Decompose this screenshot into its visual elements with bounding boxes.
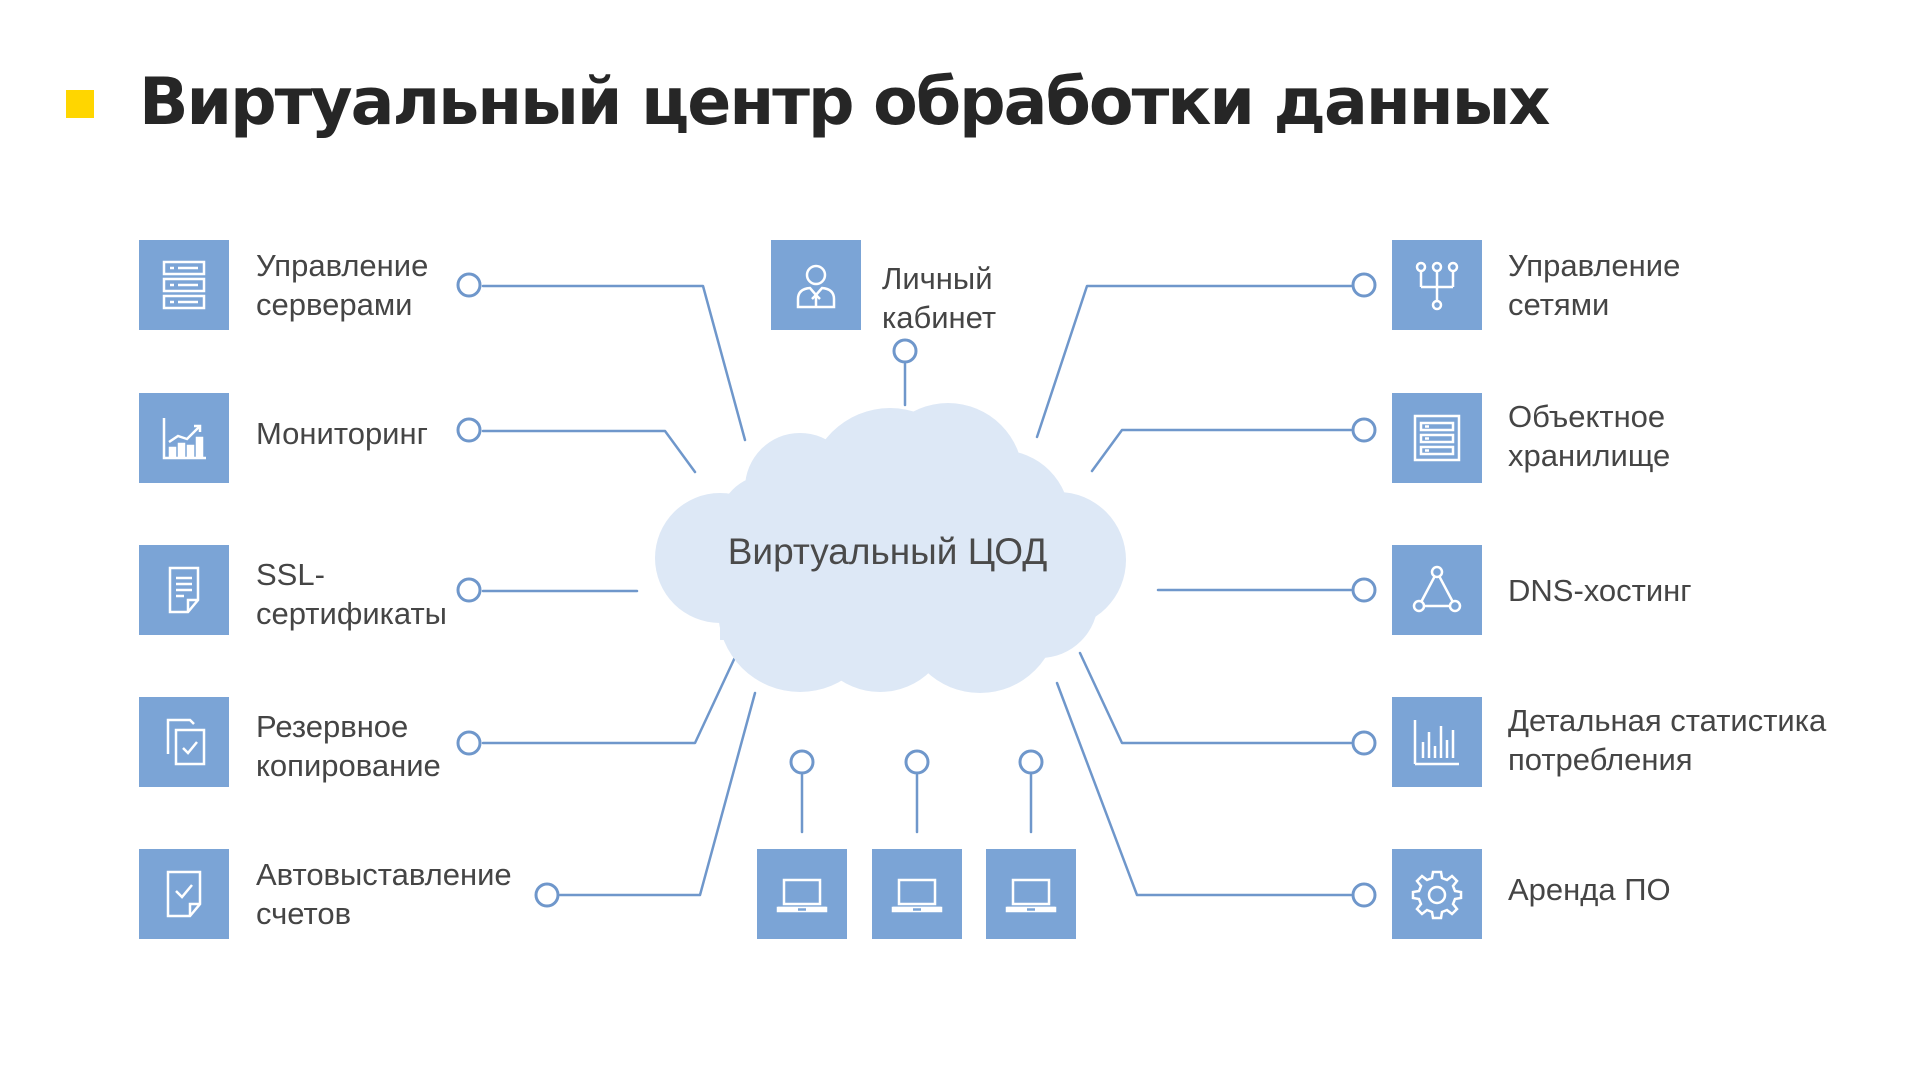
software-icon-box: [1392, 849, 1482, 939]
node-networks: [1351, 272, 1377, 298]
node-servers: [456, 272, 482, 298]
label-dns: DNS-хостинг: [1508, 571, 1692, 610]
label-stats-line2: потребления: [1508, 742, 1693, 777]
label-servers-line2: серверами: [256, 287, 413, 322]
connector-software: [1055, 681, 1353, 897]
center-label: Виртуальный ЦОД: [727, 531, 1048, 572]
laptop-icon: [891, 878, 943, 913]
gear-icon: [1411, 870, 1463, 920]
chart-icon: [162, 418, 206, 460]
invoice-icon: [166, 870, 202, 918]
backup-icon-box: [139, 697, 229, 787]
dns-icon: [1412, 565, 1462, 613]
label-cabinet-line2: кабинет: [882, 300, 997, 335]
backup-icon: [166, 718, 206, 766]
networks-icon-box: [1392, 240, 1482, 330]
cloud-shape: [655, 403, 1126, 693]
dns-icon-box: [1392, 545, 1482, 635]
storage-icon: [1413, 414, 1461, 462]
label-monitoring-line1: Мониторинг: [256, 416, 428, 451]
node-cabinet: [892, 338, 918, 364]
label-cabinet: Личный кабинет: [882, 259, 996, 337]
label-networks-line1: Управление: [1508, 248, 1681, 283]
label-servers-line1: Управление: [256, 248, 429, 283]
label-servers: Управление серверами: [256, 246, 428, 324]
label-software-line1: Аренда ПО: [1508, 872, 1671, 907]
node-backup: [456, 730, 482, 756]
label-backup-line2: копирование: [256, 748, 441, 783]
label-storage-line2: хранилище: [1508, 438, 1671, 473]
laptop-box-2: [872, 849, 962, 939]
title-bullet: [66, 90, 94, 118]
node-laptop-1: [789, 749, 815, 775]
label-ssl: SSL- сертификаты: [256, 555, 447, 633]
connector-networks: [1035, 284, 1353, 439]
node-dns: [1351, 577, 1377, 603]
connector-backup: [481, 651, 739, 745]
label-billing-line1: Автовыставление: [256, 857, 512, 892]
label-backup: Резервное копирование: [256, 707, 441, 785]
node-ssl: [456, 577, 482, 603]
storage-icon-box: [1392, 393, 1482, 483]
servers-icon-box: [139, 240, 229, 330]
label-software: Аренда ПО: [1508, 870, 1671, 909]
network-icon: [1415, 261, 1459, 311]
label-networks: Управление сетями: [1508, 246, 1680, 324]
node-laptop-2: [904, 749, 930, 775]
label-storage-line1: Объектное: [1508, 399, 1666, 434]
laptop-icon: [776, 878, 828, 913]
label-stats-line1: Детальная статистика: [1508, 703, 1827, 738]
label-ssl-line1: SSL-: [256, 557, 325, 592]
cabinet-icon-box: [771, 240, 861, 330]
label-billing: Автовыставление счетов: [256, 855, 512, 933]
statistics-icon: [1413, 720, 1459, 766]
connector-monitoring: [481, 429, 697, 474]
laptop-box-1: [757, 849, 847, 939]
user-icon: [796, 264, 836, 309]
node-software: [1351, 882, 1377, 908]
label-backup-line1: Резервное: [256, 709, 409, 744]
certificate-icon: [168, 566, 200, 614]
connector-servers: [481, 284, 747, 442]
label-dns-line1: DNS-хостинг: [1508, 573, 1692, 608]
label-cabinet-line1: Личный: [882, 261, 993, 296]
node-monitoring: [456, 417, 482, 443]
node-stats: [1351, 730, 1377, 756]
billing-icon-box: [139, 849, 229, 939]
label-ssl-line2: сертификаты: [256, 596, 447, 631]
server-icon: [162, 260, 206, 310]
laptop-icon: [1005, 878, 1057, 913]
stats-icon-box: [1392, 697, 1482, 787]
node-billing: [534, 882, 560, 908]
laptop-box-3: [986, 849, 1076, 939]
label-stats: Детальная статистика потребления: [1508, 701, 1826, 779]
label-networks-line2: сетями: [1508, 287, 1610, 322]
label-billing-line2: счетов: [256, 896, 352, 931]
label-monitoring: Мониторинг: [256, 414, 428, 453]
page-title: Виртуальный центр обработки данных: [139, 65, 1550, 140]
connector-storage: [1090, 428, 1353, 473]
connector-stats: [1078, 651, 1353, 745]
label-storage: Объектное хранилище: [1508, 397, 1670, 475]
monitoring-icon-box: [139, 393, 229, 483]
node-laptop-3: [1018, 749, 1044, 775]
connector-billing: [558, 691, 757, 897]
node-storage: [1351, 417, 1377, 443]
ssl-icon-box: [139, 545, 229, 635]
